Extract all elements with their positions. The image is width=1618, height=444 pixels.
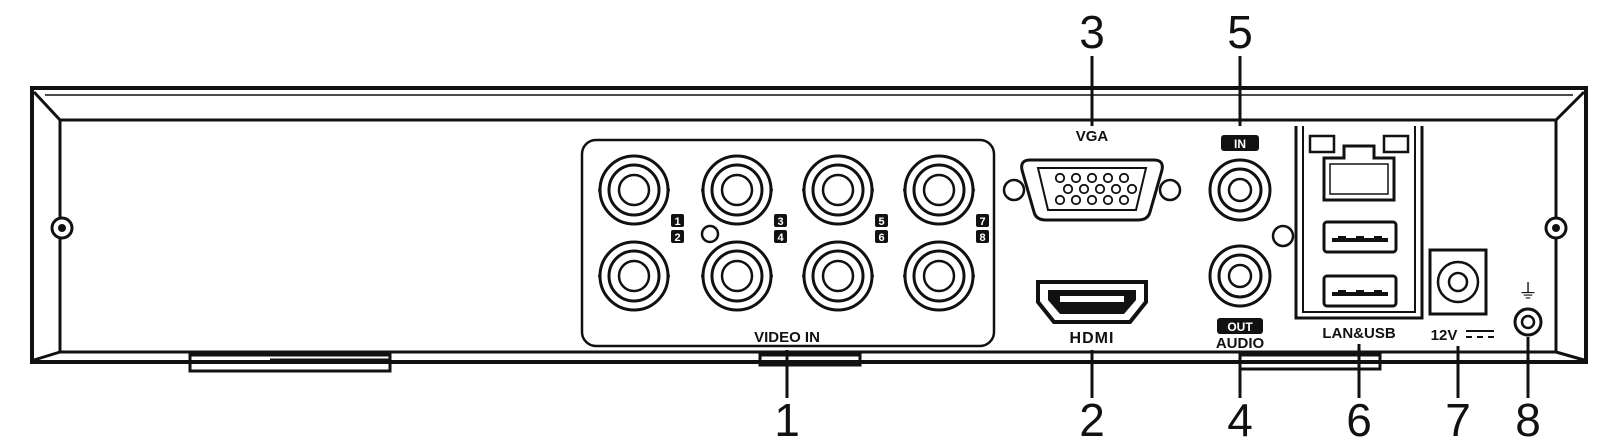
callout-7: 7 (1445, 394, 1471, 444)
vga-screw-right (1158, 178, 1182, 202)
lan-port[interactable] (1308, 134, 1410, 202)
svg-text:3: 3 (777, 216, 783, 228)
svg-text:6: 6 (878, 232, 884, 244)
bnc-connector-ch3[interactable] (701, 154, 773, 226)
channel-badge-4: 4 (774, 230, 787, 244)
video-in-channel-badges: 1 2 3 4 5 6 7 8 (671, 214, 989, 244)
bnc-connector-ch2[interactable] (598, 240, 670, 312)
vga-pin (1070, 194, 1082, 206)
callout-8: 8 (1515, 394, 1541, 444)
bnc-connector-ch6[interactable] (802, 240, 874, 312)
vga-pin (1070, 172, 1082, 184)
vga-pin (1102, 194, 1114, 206)
mounting-screw-left (50, 216, 74, 240)
svg-text:1: 1 (674, 216, 680, 228)
audio-in-badge: IN (1221, 135, 1259, 151)
audio-indicator (1271, 224, 1295, 248)
vga-pin (1110, 183, 1122, 195)
bnc-connector-ch4[interactable] (701, 240, 773, 312)
callout-leader-lines (785, 56, 1530, 398)
svg-text:IN: IN (1234, 137, 1246, 151)
video-in-bnc-connectors (598, 154, 975, 312)
ground-terminal[interactable] (1513, 307, 1543, 337)
vga-pin (1086, 194, 1098, 206)
vga-pins (1054, 172, 1138, 206)
usb-port-1[interactable] (1322, 220, 1398, 254)
audio-label: AUDIO (1216, 335, 1265, 352)
audio-in-rca-port[interactable] (1208, 158, 1272, 222)
power-label: 12V (1431, 327, 1458, 344)
dc-symbol-icon (1466, 330, 1494, 338)
channel-badge-8: 8 (976, 230, 989, 244)
audio-out-rca-port[interactable] (1208, 244, 1272, 308)
channel-badge-5: 5 (875, 214, 888, 228)
svg-text:OUT: OUT (1227, 320, 1253, 334)
vga-pin (1086, 172, 1098, 184)
vga-pin (1118, 172, 1130, 184)
hdmi-label: HDMI (1070, 330, 1115, 347)
vga-pin (1078, 183, 1090, 195)
vga-port[interactable] (1020, 158, 1164, 222)
callout-1: 1 (774, 394, 800, 444)
vga-pin (1094, 183, 1106, 195)
lan-usb-label: LAN&USB (1322, 325, 1395, 342)
bnc-connector-ch1[interactable] (598, 154, 670, 226)
vga-screw-left (1002, 178, 1026, 202)
callout-4: 4 (1227, 394, 1253, 444)
svg-text:4: 4 (777, 232, 784, 244)
channel-badge-7: 7 (976, 214, 989, 228)
channel-badge-3: 3 (774, 214, 787, 228)
vga-label: VGA (1076, 128, 1109, 145)
svg-text:⏚: ⏚ (1518, 279, 1538, 303)
vga-pin (1126, 183, 1138, 195)
callout-2: 2 (1079, 394, 1105, 444)
channel-badge-1: 1 (671, 214, 684, 228)
callout-5: 5 (1227, 6, 1253, 58)
power-jack[interactable] (1428, 248, 1488, 316)
vga-pin (1062, 183, 1074, 195)
channel-badge-2: 2 (671, 230, 684, 244)
svg-text:5: 5 (878, 216, 884, 228)
hdmi-port[interactable] (1036, 280, 1148, 324)
callout-3: 3 (1079, 6, 1105, 58)
video-in-panel (580, 138, 996, 348)
svg-text:2: 2 (674, 232, 680, 244)
usb-port-2[interactable] (1322, 274, 1398, 308)
svg-text:7: 7 (979, 216, 985, 228)
video-in-label: VIDEO IN (754, 329, 820, 346)
video-in-indicator (700, 224, 720, 244)
audio-out-badge: OUT (1217, 318, 1263, 334)
callout-6: 6 (1346, 394, 1372, 444)
svg-text:8: 8 (979, 232, 985, 244)
power-label-group: 12V (1431, 327, 1494, 344)
lan-usb-frame (1294, 126, 1424, 320)
bnc-connector-ch8[interactable] (903, 240, 975, 312)
bnc-connector-ch7[interactable] (903, 154, 975, 226)
bnc-connector-ch5[interactable] (802, 154, 874, 226)
ground-symbol-icon: ⏚ (1518, 279, 1538, 303)
vga-pin (1118, 194, 1130, 206)
mounting-screw-right (1544, 216, 1568, 240)
vga-pin (1054, 172, 1066, 184)
channel-badge-6: 6 (875, 230, 888, 244)
vga-pin (1054, 194, 1066, 206)
vga-pin (1102, 172, 1114, 184)
